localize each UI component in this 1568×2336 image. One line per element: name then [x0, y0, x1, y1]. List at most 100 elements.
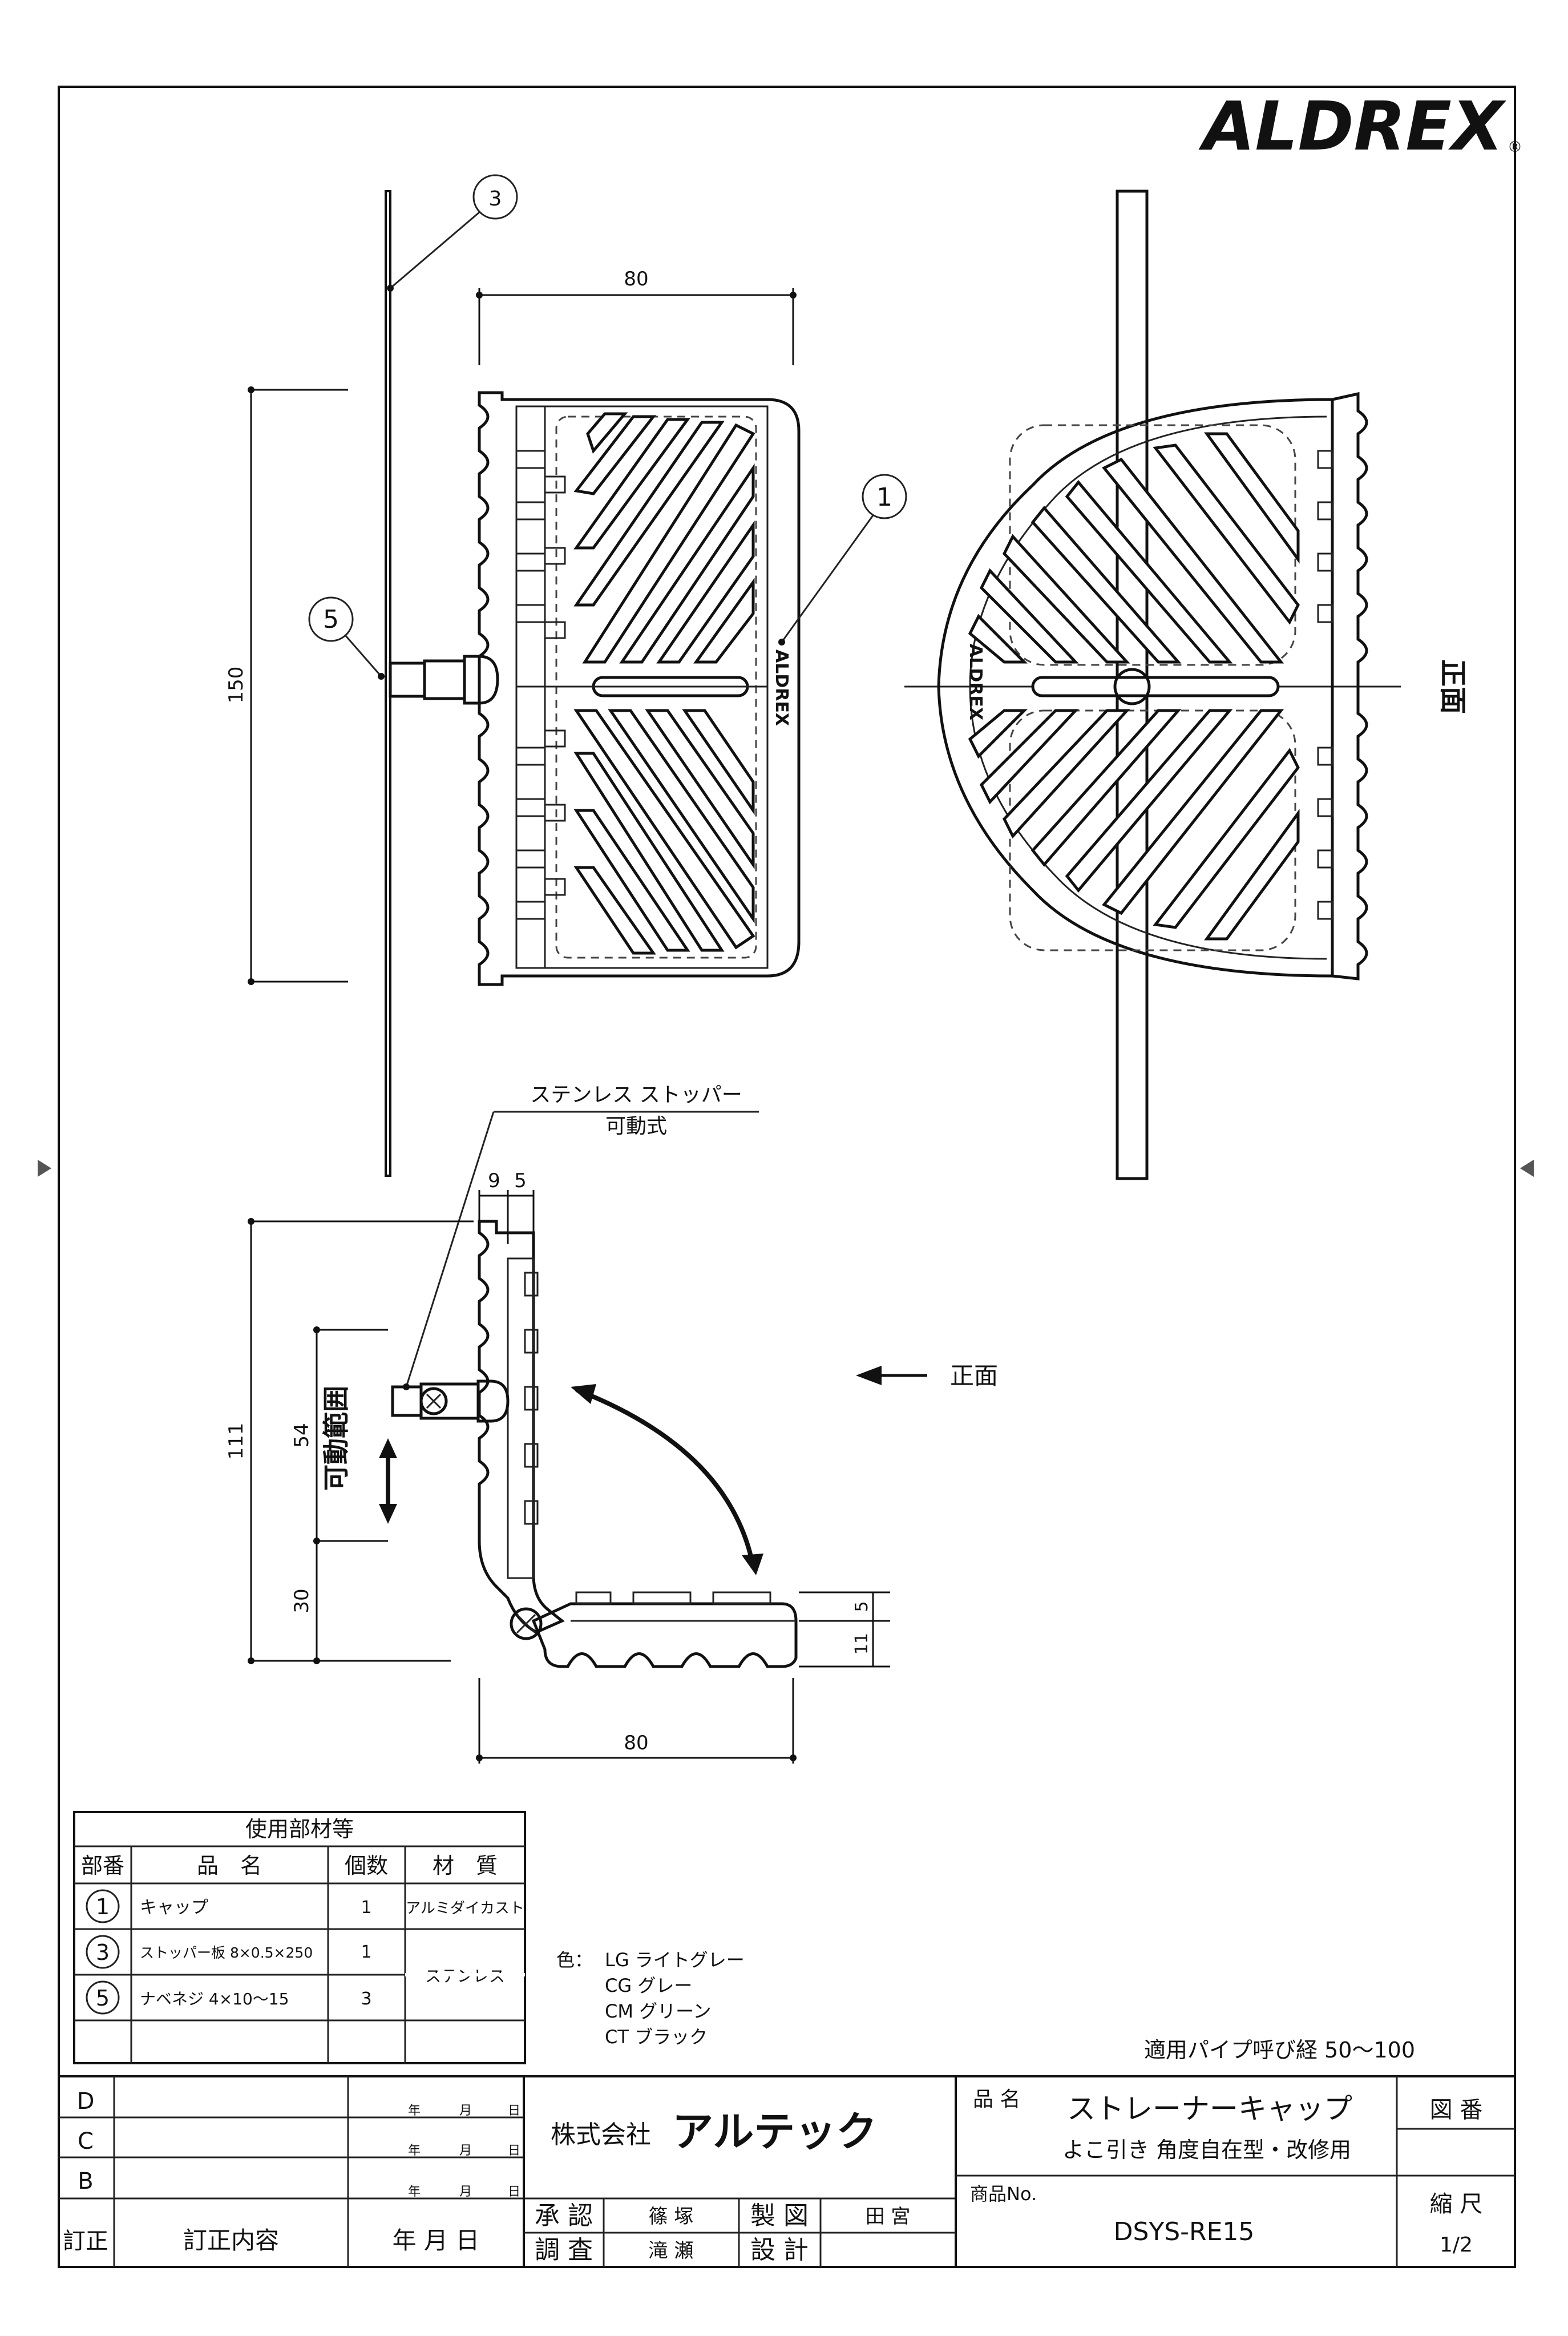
- parts-row3-no: 5: [96, 1986, 110, 2011]
- parts-table-title: 使用部材等: [245, 1817, 354, 1842]
- colors-note-item-2: CG グレー: [605, 1975, 692, 1996]
- front-marking-text: ALDREX: [965, 644, 985, 720]
- front-arrow-label: 正面: [950, 1362, 998, 1390]
- callout-5-leader: [344, 635, 382, 677]
- parts-table: 使用部材等 部番 品 名 個数 材 質 1 キャップ 1 アルミダイカスト 3 …: [73, 1811, 526, 2064]
- cap-body-outline: [478, 391, 801, 986]
- dim-11-label: 11: [852, 1633, 872, 1655]
- rotation-arrowhead-bottom-icon: [742, 1554, 763, 1575]
- callout-5-dot: [378, 673, 385, 680]
- angle-cap-vertical-inner: [507, 1257, 535, 1579]
- product-name-label: 品 名: [973, 2088, 1020, 2111]
- rev-label-d: D: [77, 2088, 95, 2115]
- cap-marking-text: ALDREX: [771, 649, 791, 726]
- dim-54-dot-top: [313, 1326, 320, 1333]
- front-dome-inner: [969, 415, 1327, 960]
- cap-side-elevation: 3 5 150 80: [225, 174, 907, 1177]
- dim-9-label: 9: [488, 1169, 500, 1192]
- angle-screw-cross-b: [426, 1393, 442, 1409]
- right-margin-marker-icon: [1520, 1160, 1534, 1177]
- rev-header-content: 訂正内容: [183, 2226, 279, 2254]
- stopper-leader: [405, 1111, 495, 1387]
- rev-d-day: 日: [508, 2104, 520, 2118]
- callout-5-circle: [308, 596, 354, 642]
- parts-row1-no: 1: [96, 1894, 110, 1919]
- parts-row3-no-circle: [86, 1980, 120, 2015]
- parts-row1-material: アルミダイカスト: [406, 1900, 524, 1917]
- aldrex-logo-text: ALDREX: [1198, 87, 1506, 166]
- pipe-size-note: 適用パイプ呼び経 50〜100: [1144, 2038, 1415, 2063]
- check-label: 調 査: [535, 2236, 593, 2265]
- company-prefix: 株式会社: [551, 2120, 651, 2149]
- sheet-border: [58, 86, 1516, 2268]
- parts-row2-qty: 1: [361, 1942, 371, 1962]
- cap-front-view: ALDREX 正面: [904, 189, 1469, 1180]
- callout-5-label: 5: [323, 605, 339, 634]
- parts-row1-qty: 1: [361, 1898, 371, 1918]
- dim-80-bottom-dot-left: [476, 1754, 483, 1761]
- dim-111-label: 111: [225, 1423, 248, 1460]
- parts-row2-no: 3: [96, 1940, 110, 1965]
- front-dome-outline: [937, 398, 1334, 978]
- parts-header-qty: 個数: [345, 1853, 388, 1878]
- left-margin-marker-icon: [38, 1160, 51, 1177]
- movable-range-arrow-up-icon: [379, 1438, 397, 1458]
- front-lower-grille: [968, 709, 1300, 941]
- cap-upper-grille: [573, 412, 755, 664]
- title-block: D C B 年 月 日 年 月 日 年 月 日 訂正 訂正内容 年 月 日 株式…: [59, 2075, 1515, 2267]
- callout-1-leader: [781, 515, 874, 643]
- parts-row2-no-circle: [86, 1935, 120, 1969]
- angle-stopper-lug: [476, 1379, 510, 1423]
- drawn-name: 田 宮: [866, 2205, 911, 2228]
- front-rib-tabs: [1317, 450, 1333, 920]
- parts-row3-qty: 3: [361, 1989, 371, 2009]
- registered-mark: ®: [1508, 139, 1522, 156]
- dim-111-dot-bottom: [248, 1657, 254, 1664]
- product-no-label: 商品No.: [970, 2183, 1037, 2205]
- dim-30-label: 30: [290, 1588, 313, 1613]
- colors-note-label: 色：: [556, 1949, 593, 1971]
- rev-d-month: 月: [459, 2104, 472, 2118]
- rev-header-date: 年 月 日: [393, 2226, 480, 2254]
- drawn-label: 製 図: [750, 2201, 809, 2230]
- approve-name: 篠 塚: [649, 2205, 694, 2228]
- callout-3-leader: [390, 211, 480, 289]
- bracket-lug: [463, 655, 499, 705]
- hinge-screw: [510, 1607, 543, 1640]
- rev-label-b: B: [78, 2168, 93, 2194]
- colors-note-item-4: CT ブラック: [605, 2026, 708, 2048]
- angle-cap-vertical-tabs: [524, 1272, 539, 1525]
- callout-3-circle: [472, 174, 518, 220]
- callout-1-label: 1: [876, 483, 892, 512]
- rev-d-year: 年: [408, 2104, 421, 2118]
- callout-3-label: 3: [489, 187, 502, 211]
- dim-80-top-label: 80: [624, 268, 648, 291]
- parts-row1-no-circle: [86, 1889, 120, 1923]
- front-center-slot: [1031, 676, 1280, 697]
- dim-111-dot-top: [248, 1218, 254, 1225]
- colors-note-item-1: LG ライトグレー: [605, 1949, 745, 1971]
- dim-54-label: 54: [290, 1423, 313, 1447]
- callout-3-dot: [387, 285, 394, 292]
- angle-cap-vertical-body: [478, 1220, 565, 1634]
- dim-80-top-dot-right: [790, 292, 797, 298]
- front-label-vertical: 正面: [1437, 659, 1469, 714]
- drawing-no-label: 図 番: [1430, 2097, 1483, 2123]
- front-arrow-icon: [856, 1366, 882, 1385]
- rotation-arrowhead-top-icon: [571, 1384, 596, 1404]
- stopper-label: ステンレス ストッパー: [530, 1083, 742, 1107]
- front-upper-grille: [968, 432, 1300, 664]
- company-logo-text: アルテック: [672, 2108, 877, 2156]
- parts-row1-name: キャップ: [140, 1898, 208, 1918]
- parts-header-no: 部番: [81, 1853, 124, 1878]
- callout-1-circle: [862, 474, 907, 519]
- product-no: DSYS-RE15: [1114, 2217, 1255, 2246]
- parts-header-name: 品 名: [197, 1853, 262, 1878]
- parts-row3-name: ナベネジ 4×10〜15: [140, 1990, 289, 2008]
- screw-head: [389, 661, 426, 698]
- dim-54-dot-mid: [313, 1538, 320, 1544]
- rev-c-month: 月: [459, 2144, 472, 2158]
- design-label: 設 計: [750, 2236, 809, 2265]
- rev-b-year: 年: [408, 2185, 421, 2199]
- angle-cap-horizontal-body: [531, 1602, 798, 1668]
